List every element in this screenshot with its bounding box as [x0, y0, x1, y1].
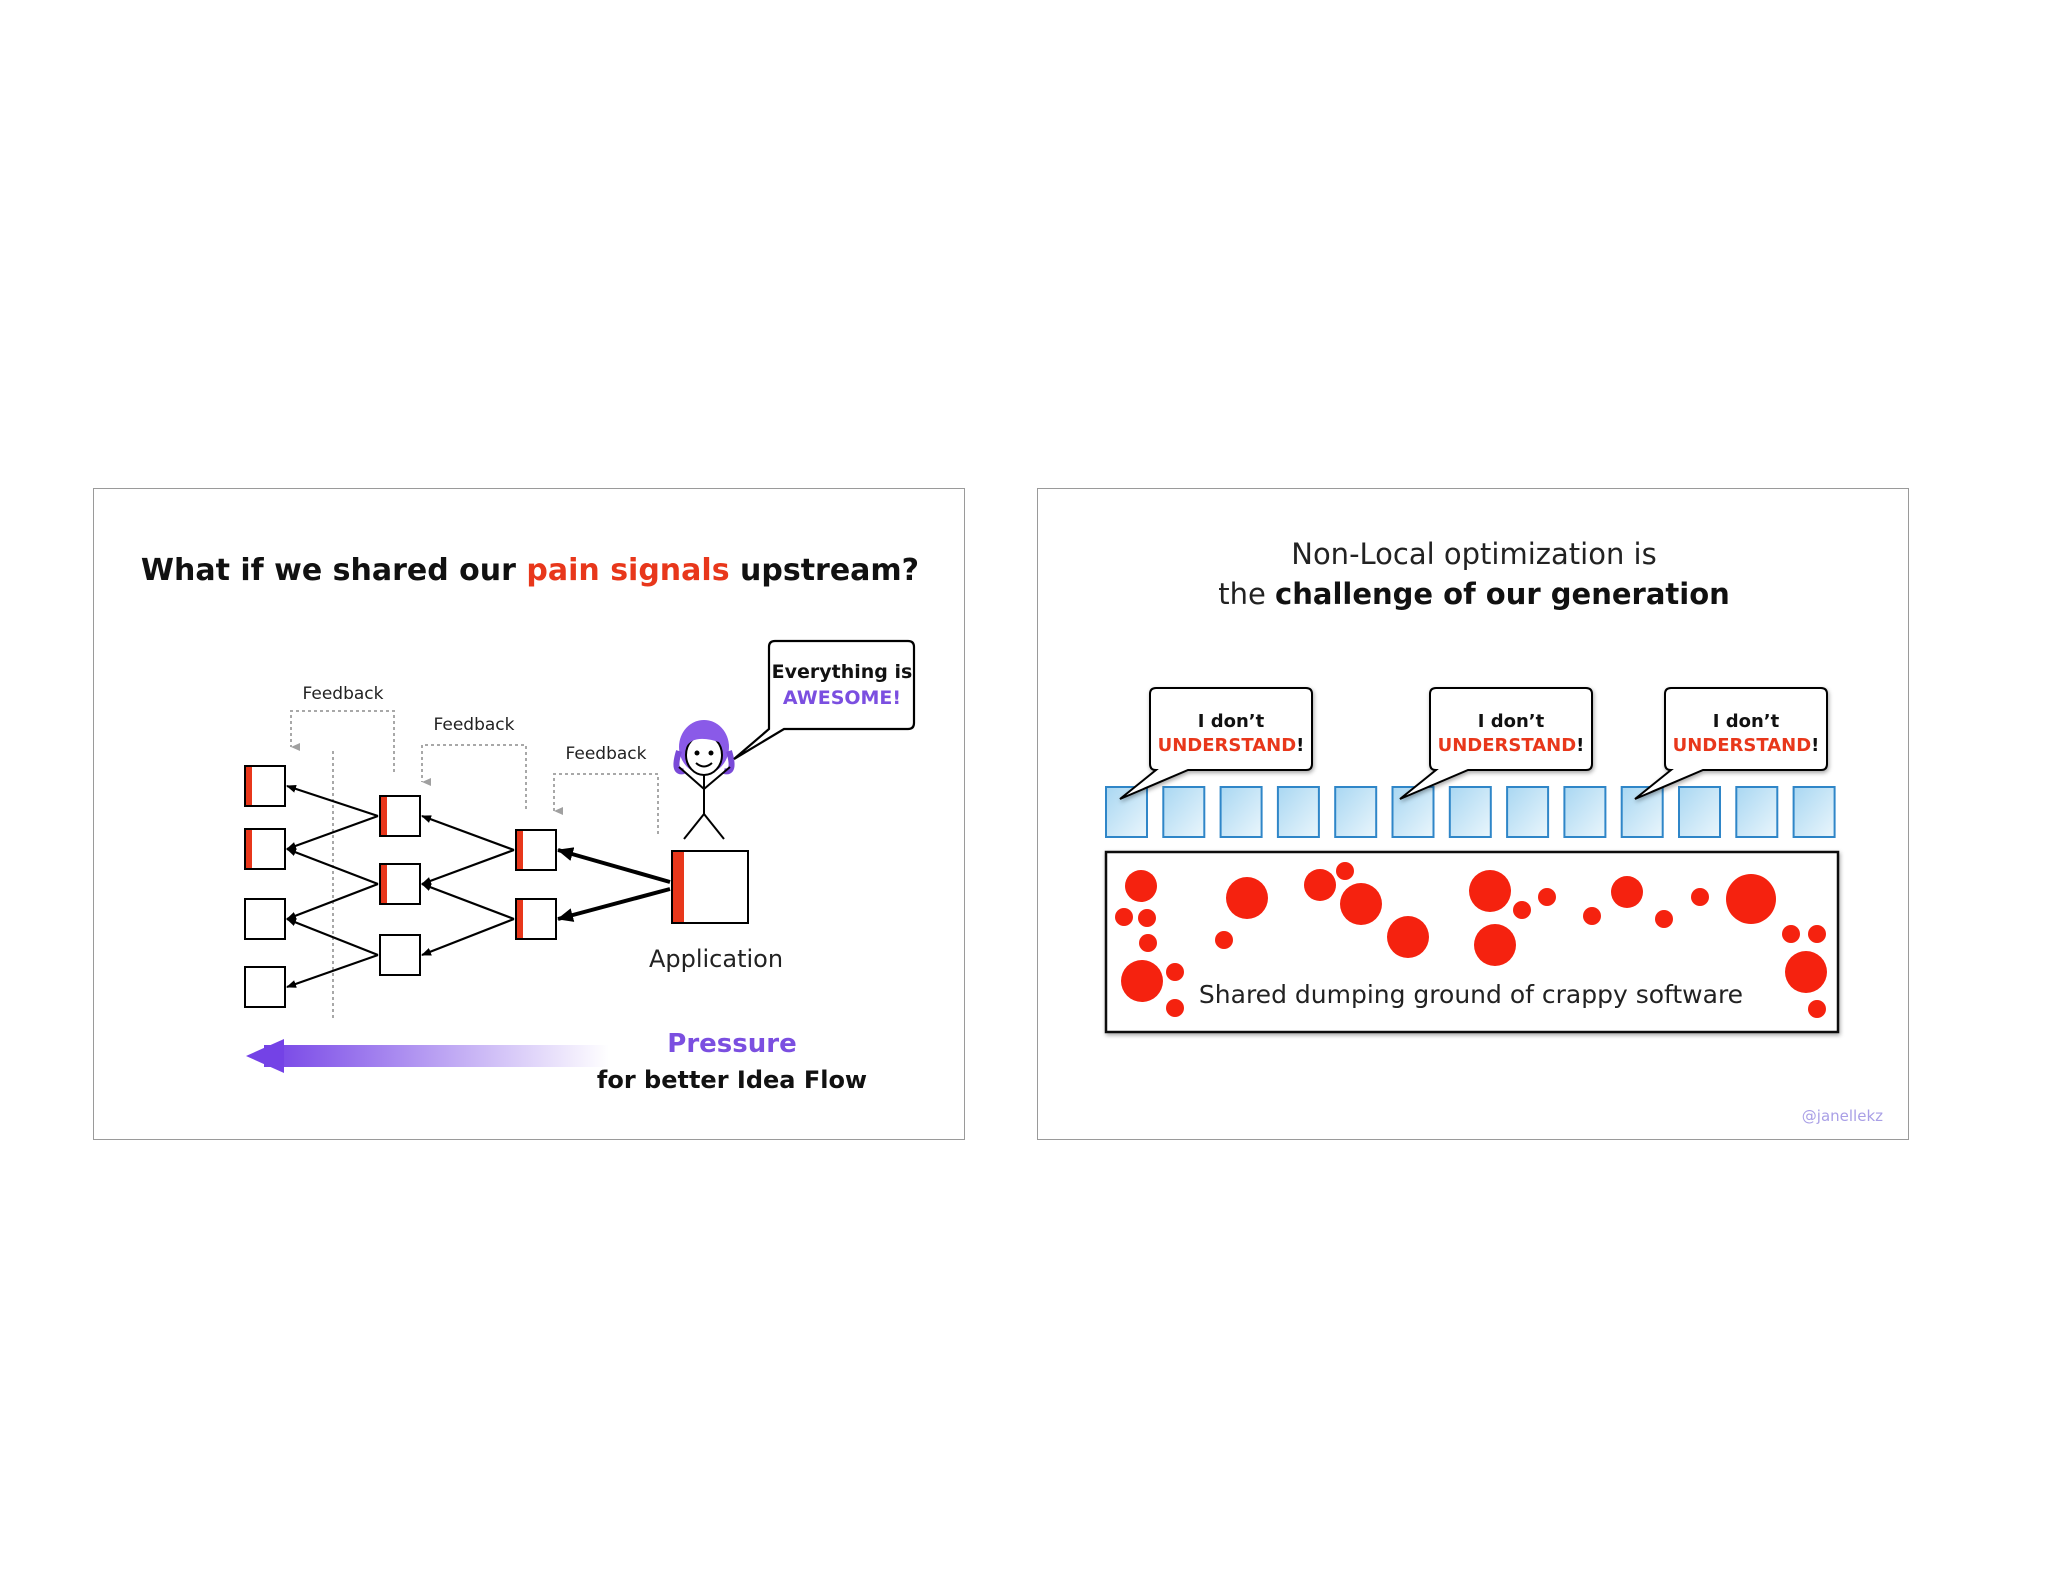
- application-arrows: [557, 847, 671, 922]
- slide-non-local-optimization: Non-Local optimization is the challenge …: [1037, 488, 1909, 1140]
- developer-figure: [673, 720, 735, 840]
- bubble-line1: I don’t: [1478, 711, 1545, 732]
- slide-title: What if we shared our pain signals upstr…: [141, 553, 919, 588]
- crappy-software-blob: [1808, 925, 1826, 943]
- crappy-software-blobs: [1115, 862, 1827, 1018]
- pressure-label: Pressure: [667, 1029, 796, 1059]
- author-watermark: @janellekz: [1802, 1107, 1883, 1125]
- crappy-software-blob: [1139, 934, 1157, 952]
- component-box: [1276, 786, 1320, 838]
- slide-title-line1: Non-Local optimization is: [1291, 537, 1656, 571]
- crappy-software-blob: [1808, 1000, 1826, 1018]
- component-box: [1162, 786, 1206, 838]
- crappy-software-blob: [1138, 909, 1156, 927]
- bubble-line2: UNDERSTAND!: [1158, 735, 1305, 756]
- feedback-loops: [290, 710, 659, 1019]
- pain-indicators: [246, 767, 684, 938]
- bubble-exclaim: !: [1296, 735, 1304, 756]
- pressure-arrow: [246, 1039, 609, 1073]
- crappy-software-blob: [1691, 888, 1709, 906]
- speech-bubbles: [1119, 687, 1828, 800]
- title-text-end: upstream?: [730, 553, 920, 588]
- component-box: [1334, 786, 1378, 838]
- feedback-label: Feedback: [303, 684, 384, 704]
- crappy-software-blob: [1304, 869, 1336, 901]
- dependency-arrows: [286, 784, 515, 989]
- crappy-software-blob: [1538, 888, 1556, 906]
- feedback-label: Feedback: [566, 744, 647, 764]
- crappy-software-blob: [1115, 908, 1133, 926]
- feedback-label: Feedback: [434, 715, 515, 735]
- crappy-software-blob: [1226, 877, 1268, 919]
- speech-bubble: [1634, 687, 1828, 800]
- crappy-software-blob: [1469, 870, 1511, 912]
- bubble-line1: I don’t: [1713, 711, 1780, 732]
- crappy-software-blob: [1655, 910, 1673, 928]
- component-box: [1678, 786, 1721, 838]
- pain-signals-diagram: What if we shared our pain signals upstr…: [141, 553, 919, 1094]
- component-box: [1792, 786, 1836, 838]
- non-local-diagram: Non-Local optimization is the challenge …: [1104, 537, 1883, 1125]
- crappy-software-blob: [1726, 874, 1776, 924]
- component-box: [244, 898, 286, 940]
- speech-bubble: [1399, 687, 1593, 800]
- dumping-ground-label: Shared dumping ground of crappy software: [1199, 980, 1743, 1009]
- bubble-emphasis: UNDERSTAND: [1438, 735, 1577, 756]
- component-box: [1506, 786, 1550, 838]
- bubble-line2: UNDERSTAND!: [1438, 735, 1585, 756]
- application-label: Application: [649, 945, 783, 973]
- speech-line2: AWESOME!: [783, 687, 901, 709]
- application-box: [671, 850, 749, 924]
- bubble-emphasis: UNDERSTAND: [1673, 735, 1812, 756]
- component-box: [1448, 786, 1492, 838]
- component-box: [1563, 786, 1607, 838]
- speech-bubble: [733, 639, 916, 760]
- bubble-line1: I don’t: [1198, 711, 1265, 732]
- title-prefix: the: [1218, 577, 1275, 611]
- crappy-software-blob: [1121, 960, 1163, 1002]
- bubble-emphasis: UNDERSTAND: [1158, 735, 1297, 756]
- crappy-software-blob: [1336, 862, 1354, 880]
- speech-line1: Everything is: [772, 661, 913, 683]
- crappy-software-blob: [1215, 931, 1233, 949]
- bubble-exclaim: !: [1811, 735, 1819, 756]
- title-text-start: What if we shared our: [141, 553, 527, 588]
- crappy-software-blob: [1474, 924, 1516, 966]
- crappy-software-blob: [1166, 999, 1184, 1017]
- speech-bubble: [1119, 687, 1313, 800]
- component-box: [1219, 786, 1263, 838]
- crappy-software-blob: [1125, 870, 1157, 902]
- slide-title-line2: the challenge of our generation: [1218, 577, 1730, 611]
- crappy-software-blob: [1611, 876, 1643, 908]
- component-box: [1391, 786, 1435, 838]
- crappy-software-blob: [1583, 907, 1601, 925]
- pressure-subtitle: for better Idea Flow: [597, 1066, 867, 1094]
- component-box: [244, 966, 286, 1008]
- bubble-line2: UNDERSTAND!: [1673, 735, 1820, 756]
- crappy-software-blob: [1782, 925, 1800, 943]
- crappy-software-blob: [1785, 951, 1827, 993]
- title-bold: challenge of our generation: [1275, 577, 1730, 611]
- component-row: [1105, 786, 1836, 838]
- bubble-exclaim: !: [1576, 735, 1584, 756]
- crappy-software-blob: [1387, 916, 1429, 958]
- slide-pain-signals: What if we shared our pain signals upstr…: [93, 488, 965, 1140]
- crappy-software-blob: [1166, 963, 1184, 981]
- component-box: [379, 934, 421, 976]
- title-highlight: pain signals: [526, 553, 729, 588]
- crappy-software-blob: [1513, 901, 1531, 919]
- crappy-software-blob: [1340, 883, 1382, 925]
- component-box: [1735, 786, 1779, 838]
